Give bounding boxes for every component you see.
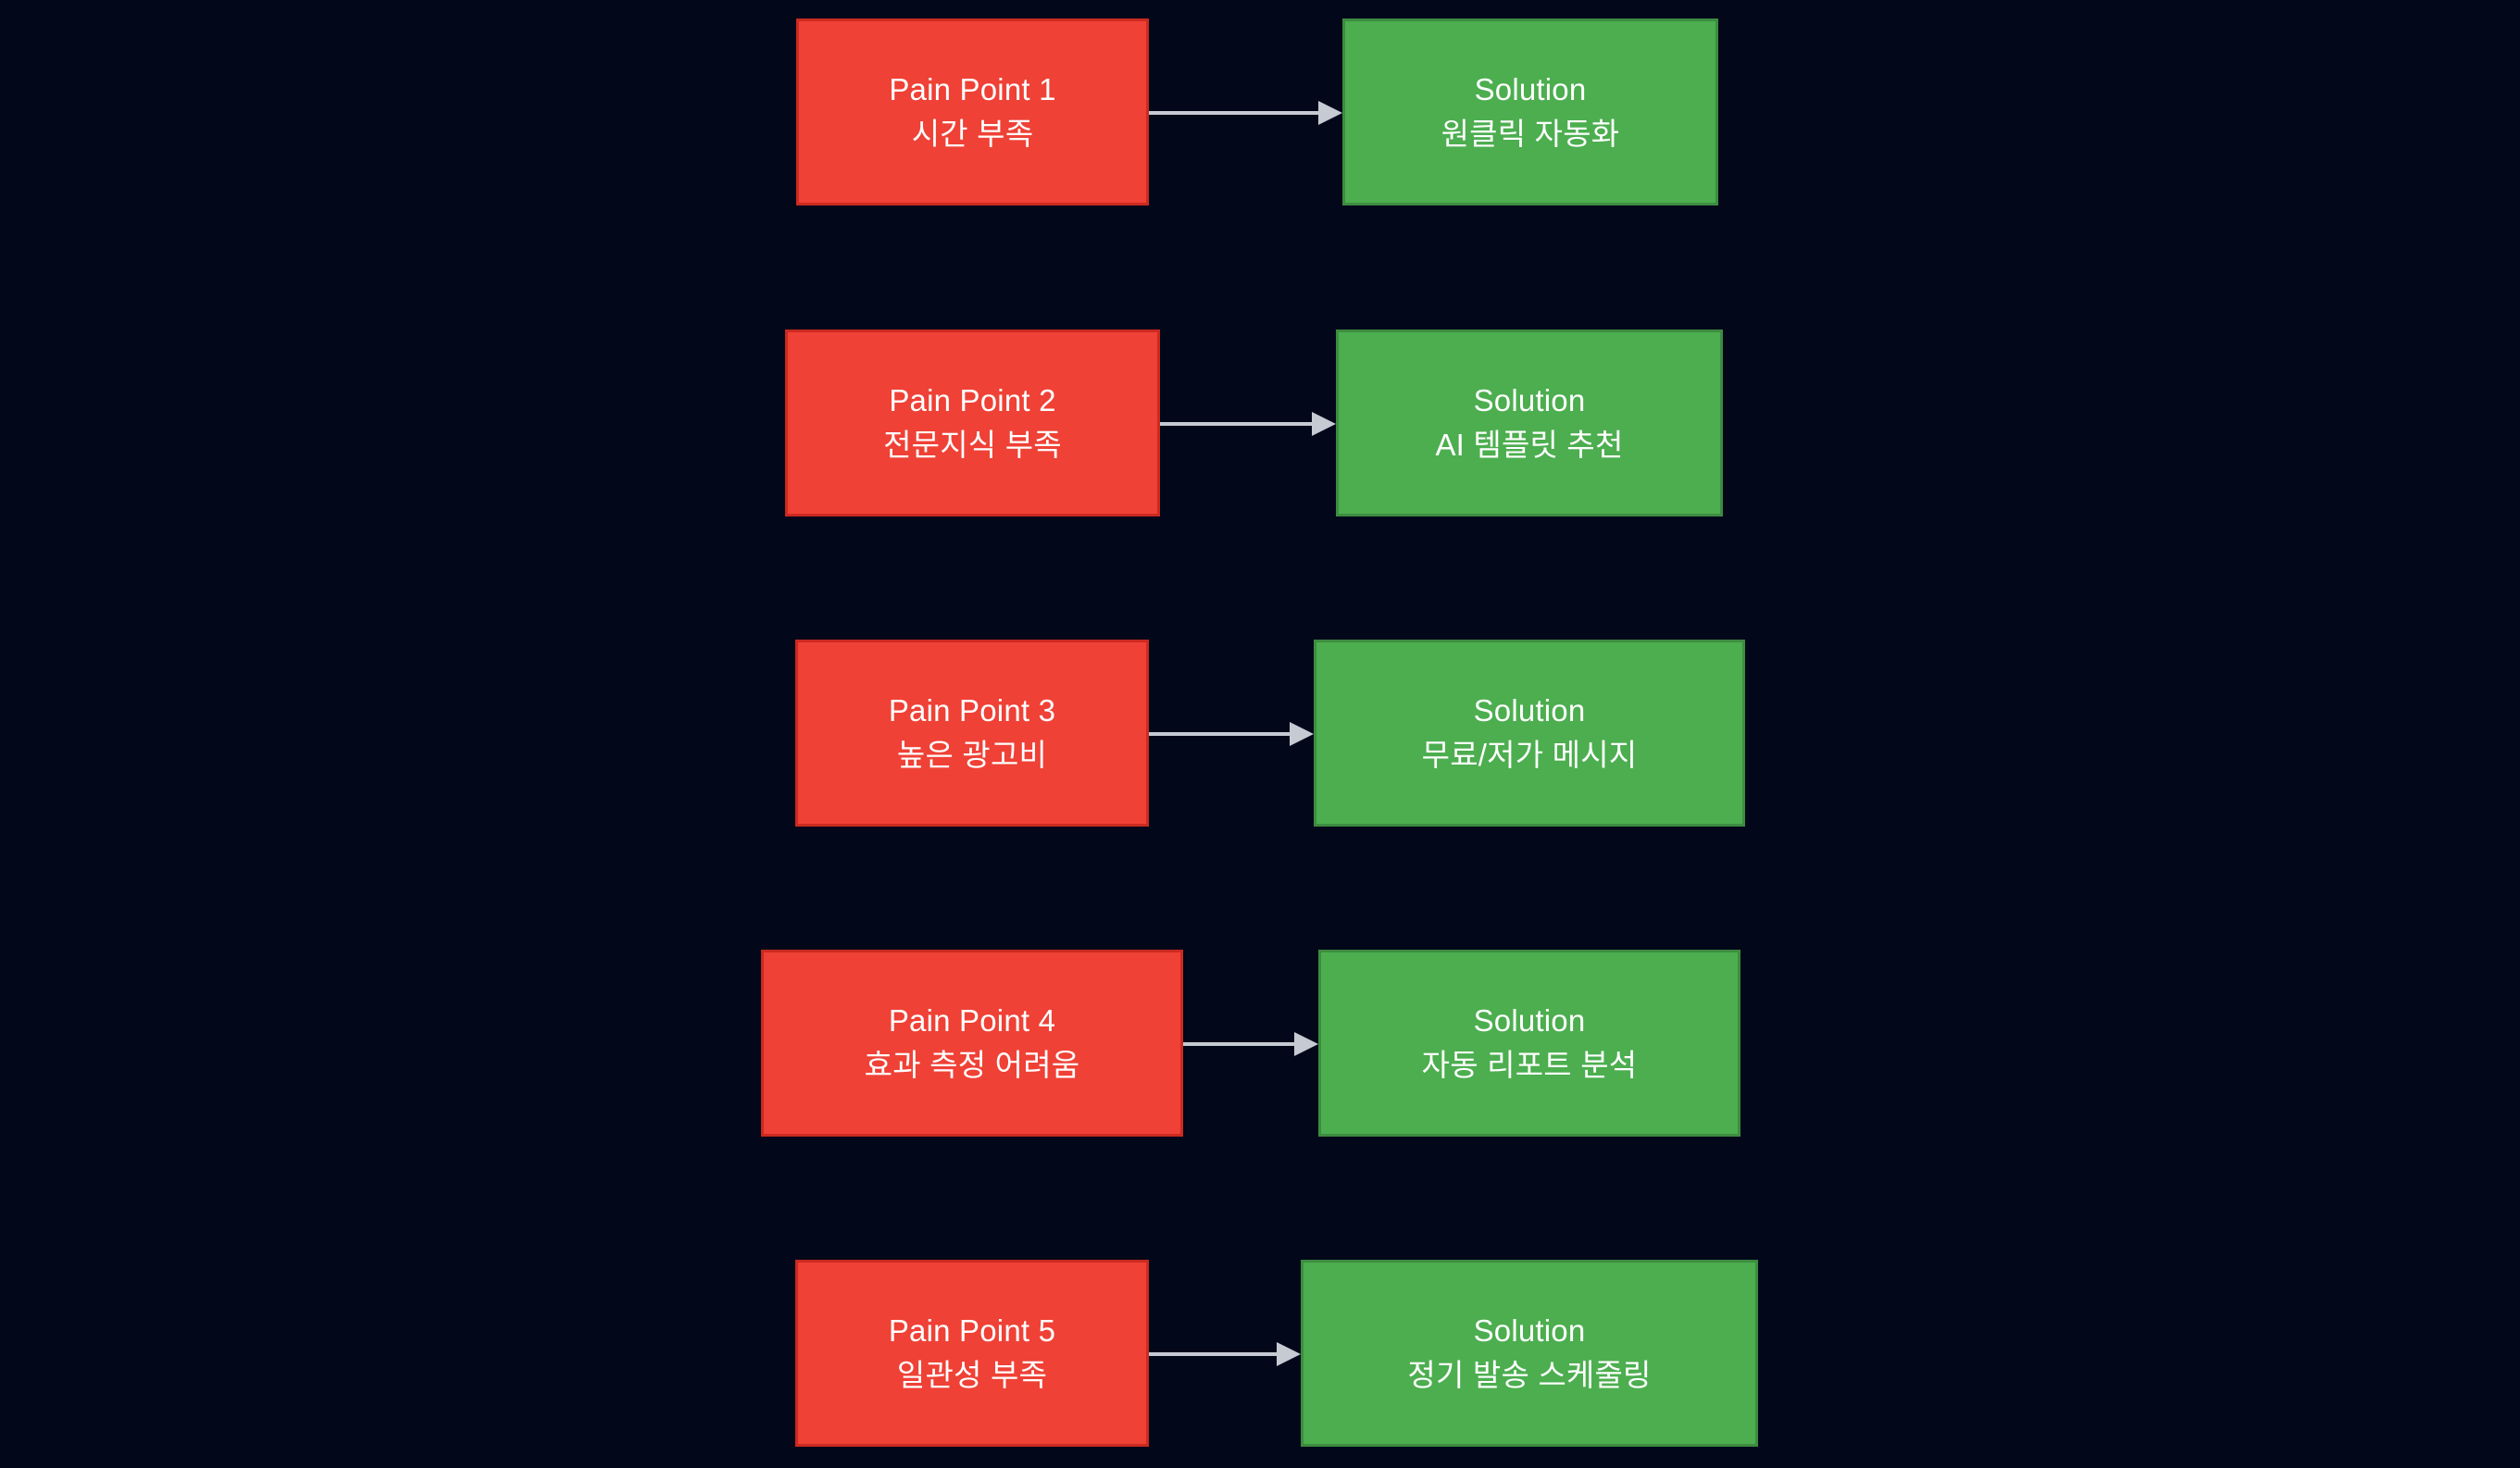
pain-point-node-2[interactable]: Pain Point 2 전문지식 부족 bbox=[785, 330, 1160, 516]
pain-point-node-4[interactable]: Pain Point 4 효과 측정 어려움 bbox=[761, 950, 1183, 1137]
pain-point-detail-2: 전문지식 부족 bbox=[883, 427, 1062, 462]
pain-point-detail-3: 높은 광고비 bbox=[896, 737, 1048, 772]
solution-node-3[interactable]: Solution 무료/저가 메시지 bbox=[1314, 640, 1745, 827]
pain-point-detail-4: 효과 측정 어려움 bbox=[864, 1047, 1080, 1082]
solution-title-1: Solution bbox=[1474, 72, 1587, 107]
solution-detail-3: 무료/저가 메시지 bbox=[1421, 737, 1638, 772]
pain-point-title-5: Pain Point 5 bbox=[888, 1313, 1056, 1349]
pain-point-node-3[interactable]: Pain Point 3 높은 광고비 bbox=[795, 640, 1149, 827]
solution-detail-4: 자동 리포트 분석 bbox=[1421, 1047, 1638, 1082]
solution-detail-2: AI 템플릿 추천 bbox=[1435, 427, 1624, 462]
solution-detail-5: 정기 발송 스케줄링 bbox=[1407, 1357, 1652, 1392]
solution-node-1[interactable]: Solution 원클릭 자동화 bbox=[1342, 19, 1718, 205]
solution-node-2[interactable]: Solution AI 템플릿 추천 bbox=[1336, 330, 1723, 516]
pain-point-node-1[interactable]: Pain Point 1 시간 부족 bbox=[796, 19, 1149, 205]
solution-title-2: Solution bbox=[1473, 383, 1586, 418]
solution-detail-1: 원클릭 자동화 bbox=[1441, 116, 1620, 151]
pain-point-title-2: Pain Point 2 bbox=[889, 383, 1056, 418]
pain-point-title-1: Pain Point 1 bbox=[889, 72, 1056, 107]
pain-point-detail-5: 일관성 부족 bbox=[896, 1357, 1048, 1392]
pain-point-title-4: Pain Point 4 bbox=[888, 1003, 1056, 1039]
solution-title-5: Solution bbox=[1473, 1313, 1586, 1349]
solution-node-5[interactable]: Solution 정기 발송 스케줄링 bbox=[1301, 1260, 1758, 1447]
pain-point-title-3: Pain Point 3 bbox=[888, 693, 1056, 728]
solution-title-3: Solution bbox=[1473, 693, 1586, 728]
solution-node-4[interactable]: Solution 자동 리포트 분석 bbox=[1318, 950, 1740, 1137]
pain-point-node-5[interactable]: Pain Point 5 일관성 부족 bbox=[795, 1260, 1149, 1447]
solution-title-4: Solution bbox=[1473, 1003, 1586, 1039]
pain-point-detail-1: 시간 부족 bbox=[911, 116, 1034, 151]
